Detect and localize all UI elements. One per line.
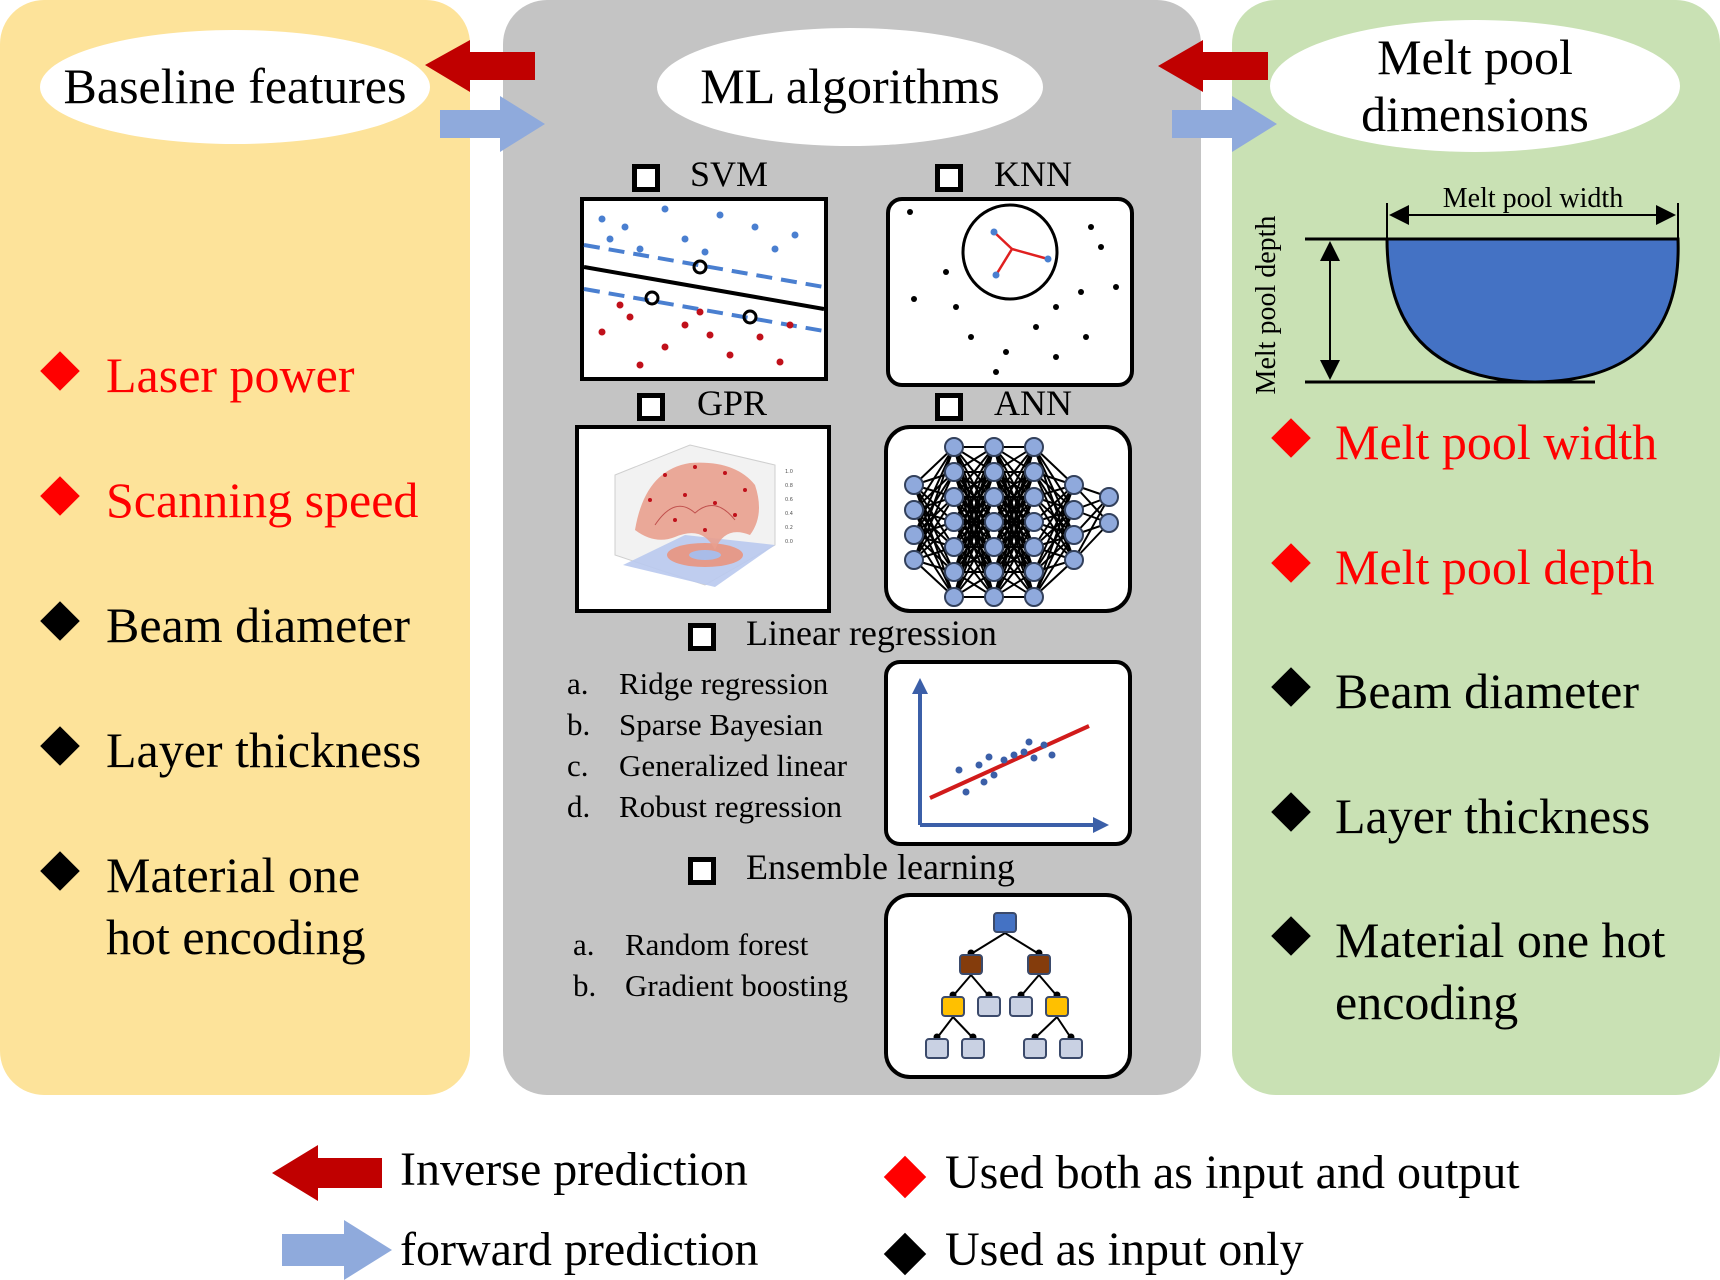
knn-illustration	[886, 197, 1134, 387]
baseline-title: Baseline features	[40, 30, 430, 144]
linear-regression-label: Linear regression	[746, 613, 997, 653]
ann-illustration	[884, 425, 1132, 613]
ann-neuron	[1064, 500, 1084, 520]
ann-neuron	[1099, 513, 1119, 533]
tree-node	[1045, 996, 1069, 1017]
svm-label: SVM	[690, 154, 769, 194]
ensemble-learning-label: Ensemble learning	[746, 847, 1015, 887]
gpr-illustration: 1.0 0.8 0.6 0.4 0.2 0.0	[575, 425, 831, 613]
tree-node	[977, 996, 1001, 1017]
svm-illustration	[580, 197, 828, 381]
forward-arrow-right	[1172, 96, 1277, 152]
ann-label: ANN	[994, 383, 1072, 423]
ann-neuron	[904, 475, 924, 495]
linear-regression-illustration	[884, 660, 1132, 846]
tree-node	[961, 1038, 985, 1059]
ann-neuron	[944, 587, 964, 607]
svg-text:0.6: 0.6	[785, 497, 793, 503]
tree-node	[993, 912, 1017, 933]
legend-input-only-label: Used as input only	[945, 1223, 1304, 1276]
ann-neuron	[1024, 512, 1044, 532]
baseline-title-text: Baseline features	[63, 58, 407, 115]
checkbox-icon	[632, 164, 660, 192]
decision-tree-illustration	[884, 893, 1132, 1079]
ml-title: ML algorithms	[657, 28, 1043, 146]
checkbox-icon	[935, 393, 963, 421]
inverse-arrow-left	[425, 40, 535, 92]
melt-title-line2: dimensions	[1361, 86, 1589, 142]
melt-pool-width-label: Melt pool width	[1443, 183, 1623, 214]
ann-neuron	[1024, 562, 1044, 582]
gpr-ticks: 1.0 0.8 0.6 0.4 0.2 0.0	[785, 469, 793, 545]
melt-title-line1: Melt pool	[1377, 28, 1573, 85]
legend-inverse-arrow-icon	[272, 1145, 382, 1201]
svg-text:0.8: 0.8	[785, 483, 793, 489]
legend-black-diamond-icon	[883, 1232, 927, 1276]
svg-text:0.4: 0.4	[785, 511, 793, 517]
tree-node	[941, 996, 965, 1017]
ann-neuron	[984, 437, 1004, 457]
melt-pool-diagram: Melt pool width Melt pool depth	[1251, 183, 1680, 395]
tree-node	[959, 954, 983, 975]
ann-neuron	[984, 587, 1004, 607]
ann-neuron	[984, 512, 1004, 532]
ann-neuron	[944, 462, 964, 482]
ann-neuron	[904, 550, 924, 570]
tree-node	[925, 1038, 949, 1059]
tree-node	[1027, 954, 1051, 975]
ann-neuron	[944, 437, 964, 457]
legend-forward-arrow-icon	[282, 1220, 392, 1280]
gpr-label: GPR	[697, 383, 768, 423]
ann-neuron	[984, 562, 1004, 582]
baseline-features-panel	[0, 0, 470, 1095]
inverse-arrow-right	[1158, 40, 1268, 92]
legend-red-diamond-icon	[883, 1155, 927, 1199]
melt-pool-panel	[1232, 0, 1720, 1095]
ann-neuron	[944, 487, 964, 507]
knn-label: KNN	[994, 154, 1072, 194]
ann-neuron	[944, 537, 964, 557]
ann-neuron	[1064, 550, 1084, 570]
ann-neuron	[1024, 487, 1044, 507]
melt-pool-depth-label: Melt pool depth	[1251, 216, 1282, 395]
ann-neuron	[904, 525, 924, 545]
melt-title: Melt pool dimensions	[1270, 20, 1680, 152]
checkbox-icon	[688, 623, 716, 651]
ann-neuron	[984, 537, 1004, 557]
forward-arrow-left	[440, 96, 545, 152]
svg-text:1.0: 1.0	[785, 469, 793, 475]
legend-forward-label: forward prediction	[400, 1223, 759, 1276]
ann-neuron	[944, 562, 964, 582]
tree-node	[1009, 996, 1033, 1017]
legend-both-label: Used both as input and output	[945, 1146, 1520, 1199]
ml-title-text: ML algorithms	[700, 58, 1000, 115]
svg-text:0.0: 0.0	[785, 539, 793, 545]
ann-neuron	[1024, 462, 1044, 482]
ann-neuron	[944, 512, 964, 532]
ann-neuron	[1024, 437, 1044, 457]
ann-neuron	[984, 462, 1004, 482]
checkbox-icon	[688, 857, 716, 885]
ann-neuron	[904, 500, 924, 520]
checkbox-icon	[935, 164, 963, 192]
ann-neuron	[1064, 475, 1084, 495]
checkbox-icon	[637, 393, 665, 421]
svg-text:0.2: 0.2	[785, 525, 793, 531]
ann-neuron	[984, 487, 1004, 507]
ann-neuron	[1024, 537, 1044, 557]
legend-inverse-label: Inverse prediction	[400, 1143, 748, 1196]
ann-neuron	[1064, 525, 1084, 545]
tree-node	[1023, 1038, 1047, 1059]
tree-node	[1059, 1038, 1083, 1059]
ann-neuron	[1099, 487, 1119, 507]
ann-neuron	[1024, 587, 1044, 607]
